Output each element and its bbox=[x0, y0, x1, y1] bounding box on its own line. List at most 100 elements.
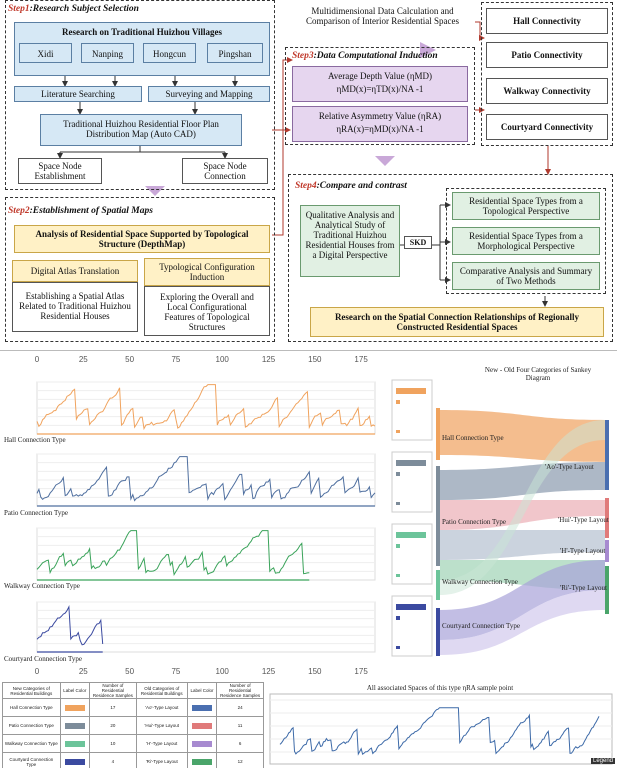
cell-old: 'H'-Type Layout bbox=[135, 734, 188, 753]
color-swatch bbox=[192, 704, 213, 711]
step1-frame: Step1:Research Subject Selection bbox=[5, 0, 275, 190]
axis-tick-bottom: 150 bbox=[308, 667, 322, 676]
skd-box: SKD bbox=[404, 236, 432, 249]
final-research-box: Research on the Spatial Connection Relat… bbox=[310, 307, 604, 337]
label-walkway: Walkway Connection Type bbox=[4, 582, 80, 590]
category-table: New Categories of Residential Buildings … bbox=[2, 682, 264, 768]
cell-n1: 10 bbox=[88, 734, 137, 753]
step2-heading: Step2:Establishment of Spatial Maps bbox=[8, 206, 153, 216]
step2-frame: Step2:Establishment of Spatial Maps bbox=[5, 197, 275, 342]
axis-tick-bottom: 100 bbox=[216, 667, 230, 676]
bottom-chart-frame bbox=[269, 693, 613, 765]
sankey-node-ri bbox=[605, 566, 609, 614]
courtyard-connectivity: Courtyard Connectivity bbox=[486, 114, 608, 140]
cell-n2: 6 bbox=[216, 734, 264, 753]
ra-title: Relative Asymmetry Value (ηRA) bbox=[318, 111, 442, 121]
cell-n1: 17 bbox=[88, 698, 137, 717]
legend-swatch bbox=[396, 604, 426, 610]
sankey-left-hall: Hall Connection Type bbox=[442, 434, 504, 442]
village-hongcun: Hongcun bbox=[143, 43, 196, 63]
typo-title: Typological Configuration Induction bbox=[144, 258, 270, 286]
axis-tick-top: 175 bbox=[354, 355, 368, 364]
sankey-node-courtyard bbox=[436, 608, 440, 656]
bottom-chart-title: All associated Spaces of this type ηRA s… bbox=[366, 684, 514, 692]
legend-swatch-small bbox=[396, 544, 400, 548]
sankey-node-h bbox=[605, 540, 609, 562]
table-row: Hall Connection Type 17 'Ao'-Type Layout… bbox=[2, 698, 264, 717]
axis-tick-top: 0 bbox=[35, 355, 40, 364]
cell-n2: 24 bbox=[216, 698, 264, 717]
village-nanping: Nanping bbox=[81, 43, 134, 63]
step3-frame: Step3:Data Computational Induction bbox=[285, 47, 475, 145]
connectivity-frame bbox=[481, 2, 613, 146]
atlas-title: Digital Atlas Translation bbox=[12, 260, 138, 282]
series-line bbox=[36, 605, 104, 646]
table-row: Walkway Connection Type 10 'H'-Type Layo… bbox=[2, 734, 264, 753]
label-hall: Hall Connection Type bbox=[4, 436, 66, 444]
sankey-left-courtyard: Courtyard Connection Type bbox=[442, 622, 520, 630]
axis-tick-bottom: 125 bbox=[262, 667, 276, 676]
th-old: Old Categories of Residential Buildings bbox=[135, 682, 188, 699]
axis-tick-bottom: 175 bbox=[354, 667, 368, 676]
village-pingshan: Pingshan bbox=[207, 43, 263, 63]
th-num2: Number of Residential Residence Samples bbox=[216, 682, 264, 699]
color-swatch bbox=[192, 758, 213, 765]
swatch-cell bbox=[186, 752, 218, 768]
sankey-right-h: 'H'-Type Layout bbox=[560, 547, 606, 555]
multidimensional-text: Multidimensional Data Calculation and Co… bbox=[306, 6, 459, 26]
table-row: Patio Connection Type 20 'Hui'-Type Layo… bbox=[2, 716, 264, 735]
axis-tick-top: 150 bbox=[308, 355, 322, 364]
walkway-connectivity: Walkway Connectivity bbox=[486, 78, 608, 104]
villages-group: Research on Traditional Huizhou Villages… bbox=[14, 22, 270, 76]
sankey-flow bbox=[440, 530, 605, 560]
village-xidi: Xidi bbox=[19, 43, 72, 63]
md-title: Average Depth Value (ηMD) bbox=[327, 71, 433, 81]
flow-arrows bbox=[57, 21, 551, 307]
legend-swatch bbox=[396, 532, 426, 538]
swatch-cell bbox=[186, 698, 218, 717]
sankey-flow bbox=[440, 462, 605, 500]
legend-tag: Legend bbox=[591, 758, 616, 764]
types-frame bbox=[446, 188, 606, 294]
axis-tick-bottom: 0 bbox=[35, 667, 40, 676]
literature-box: Literature Searching bbox=[14, 86, 142, 102]
swatch-cell bbox=[59, 734, 90, 753]
villages-header: Research on Traditional Huizhou Villages bbox=[61, 27, 223, 37]
cell-new: Hall Connection Type bbox=[2, 698, 61, 717]
ra-formula: ηRA(x)=ηMD(x)/NA -1 bbox=[336, 124, 424, 134]
axis-tick-bottom: 50 bbox=[125, 667, 134, 676]
series-line bbox=[36, 530, 310, 577]
sankey-node-patio bbox=[436, 466, 440, 566]
analysis-box: Analysis of Residential Space Supported … bbox=[14, 225, 270, 253]
floorplan-box: Traditional Huizhou Residential Floor Pl… bbox=[40, 114, 242, 146]
sankey-flow bbox=[440, 420, 605, 595]
sankey-node-hui bbox=[605, 498, 609, 538]
swatch-cell bbox=[59, 752, 90, 768]
atlas-desc: Establishing a Spatial Atlas Related to … bbox=[12, 282, 138, 332]
label-courtyard: Courtyard Connection Type bbox=[4, 655, 82, 663]
sankey-right-ri: 'Ri'-Type Layout bbox=[560, 584, 607, 592]
table-row: Courtyard Connection Type 4 'Ri'-Type La… bbox=[2, 752, 264, 768]
axis-tick-bottom: 25 bbox=[79, 667, 88, 676]
sankey-right-ao: 'Ao'-Type Layout bbox=[545, 463, 594, 471]
legend-swatch-small bbox=[396, 400, 400, 404]
swatch-cell bbox=[186, 716, 218, 735]
cell-old: 'Ri'-Type Layout bbox=[135, 752, 188, 768]
md-formula: ηMD(x)=ηTD(x)/NA -1 bbox=[336, 84, 424, 94]
legend-swatch-small bbox=[396, 646, 400, 649]
table-header-row: New Categories of Residential Buildings … bbox=[2, 682, 264, 699]
swatch-cell bbox=[59, 698, 90, 717]
color-swatch bbox=[64, 740, 85, 747]
bottom-series-line bbox=[279, 707, 600, 756]
sankey-title: New - Old Four Categories of Sankey Diag… bbox=[484, 366, 592, 382]
axis-tick-bottom: 75 bbox=[171, 667, 180, 676]
sankey-node-hall bbox=[436, 408, 440, 460]
cell-new: Walkway Connection Type bbox=[2, 734, 61, 753]
sankey-flow bbox=[440, 590, 605, 655]
swatch-cell bbox=[59, 716, 90, 735]
th-num1: Number of Residential Residence Samples bbox=[88, 682, 137, 699]
sankey-flow bbox=[440, 560, 605, 640]
sankey-node-ao bbox=[605, 420, 609, 490]
th-color2: Label Color bbox=[186, 682, 218, 699]
cell-n1: 20 bbox=[88, 716, 137, 735]
